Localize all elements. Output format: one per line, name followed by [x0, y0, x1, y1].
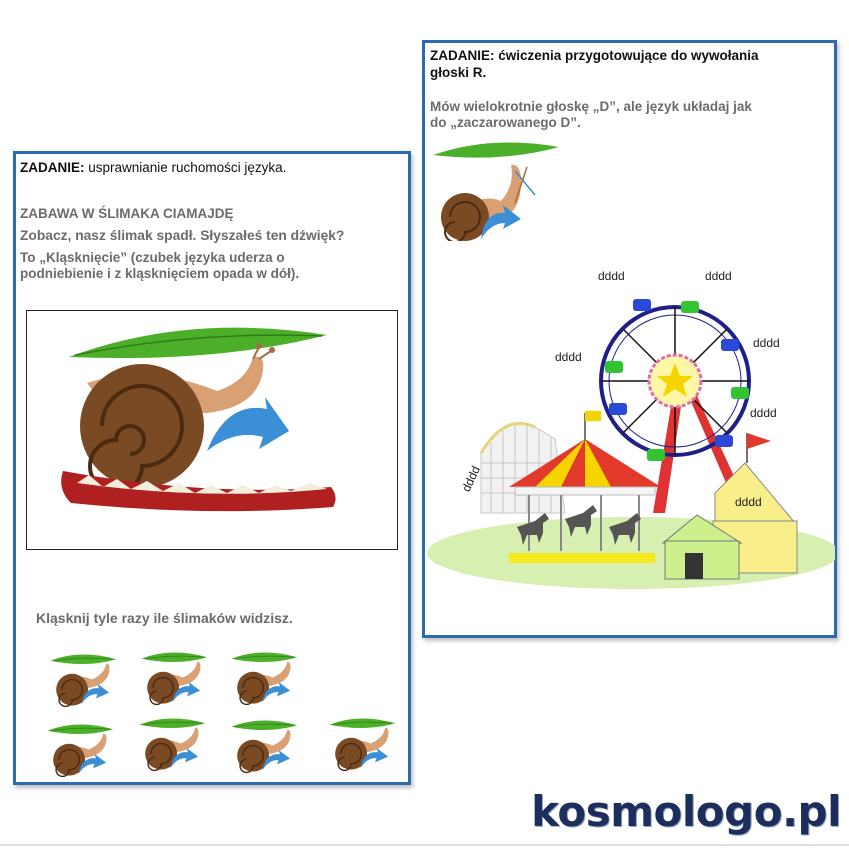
brand-logo[interactable]: kosmologo.pl [531, 787, 841, 836]
snail-icon [138, 717, 207, 772]
fair-label: dddd [705, 269, 732, 283]
left-task-heading: ZADANIE: usprawnianie ruchomości języka. [20, 160, 286, 176]
task-text-line-2: głoski R. [430, 65, 487, 80]
instruction-line-1: Zobacz, nasz ślimak spadł. Słyszałeś ten… [20, 228, 345, 243]
bottom-divider [0, 844, 849, 846]
task-text: usprawnianie ruchomości języka. [84, 160, 287, 175]
instruction-line-3: podniebienie i z kląsknięciem opada w dó… [20, 266, 300, 281]
task-text: ćwiczenia przygotowujące do wywołania [494, 48, 759, 63]
snail-leaf-illustration [433, 142, 559, 241]
task-prefix: ZADANIE: [20, 160, 85, 175]
snail-icon [46, 723, 115, 778]
left-exercise-card: ZADANIE: usprawnianie ruchomości języka.… [13, 151, 411, 785]
instruction-line-2: To „Kląsknięcie” (czubek języka uderza o [20, 250, 285, 265]
mouth-shape [61, 471, 336, 512]
fair-label: dddd [750, 406, 777, 420]
snail-shell-shape [80, 364, 204, 488]
fair-label: dddd [735, 495, 762, 509]
snail-icon [328, 717, 397, 772]
snail-tongue-illustration [26, 310, 398, 550]
arrow-shape [207, 397, 289, 451]
instruction-line-1: Mów wielokrotnie głoskę „D”, ale język u… [430, 99, 752, 114]
instruction-line-2: do „zaczarowanego D”. [430, 115, 581, 130]
right-task-heading: ZADANIE: ćwiczenia przygotowujące do wyw… [430, 48, 759, 64]
fair-label: dddd [753, 336, 780, 350]
leaf-shape [69, 327, 327, 359]
snail-icon [140, 651, 209, 706]
right-exercise-card: ZADANIE: ćwiczenia przygotowujące do wyw… [422, 40, 837, 638]
snail-icon [49, 653, 118, 708]
clap-instruction: Kląsknij tyle razy ile ślimaków widzisz. [36, 610, 293, 626]
fair-label: dddd [555, 350, 582, 364]
snail-icon [230, 651, 299, 706]
fair-illustration [427, 299, 835, 589]
snail-icon [230, 719, 299, 774]
game-title: ZABAWA W ŚLIMAKA CIAMAJDĘ [20, 206, 234, 221]
task-prefix: ZADANIE: [430, 48, 495, 63]
fair-label: dddd [598, 269, 625, 283]
